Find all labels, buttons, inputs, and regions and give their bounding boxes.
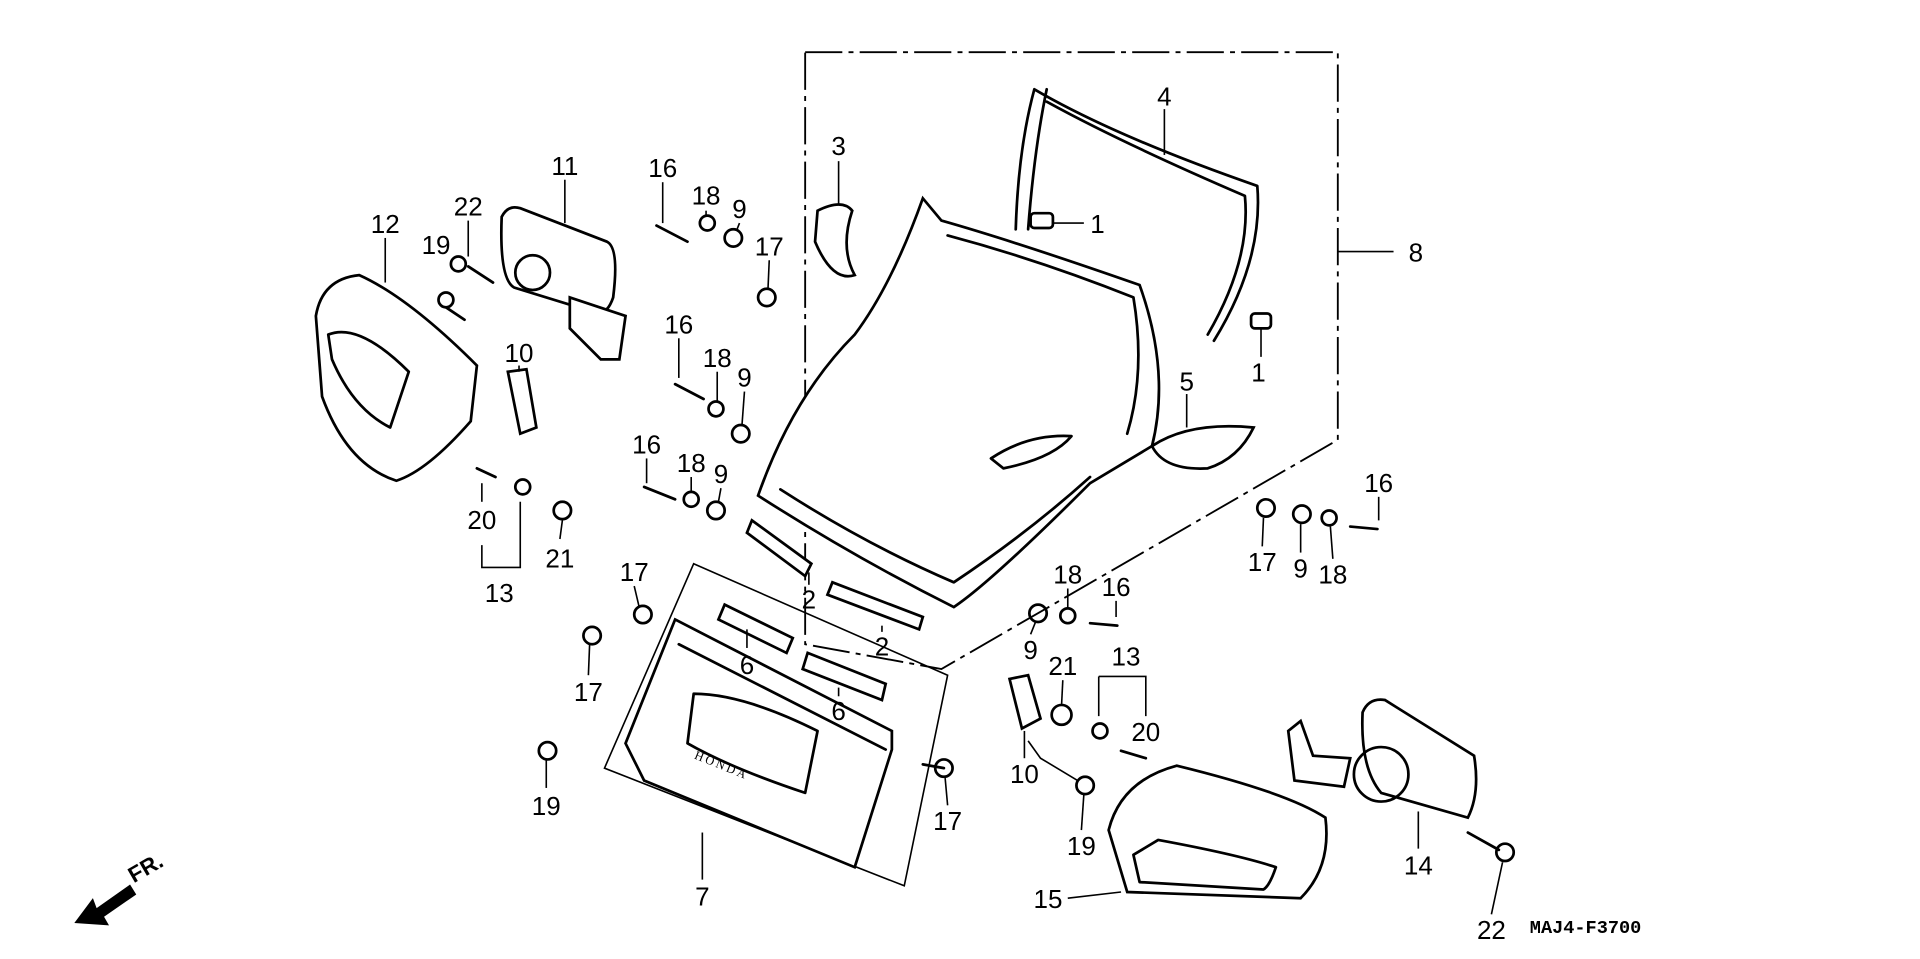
bolt-head[interactable] bbox=[437, 291, 455, 309]
callout-6: 6 bbox=[831, 696, 845, 726]
front-cowl[interactable]: HONDA bbox=[624, 617, 894, 870]
callout-21: 21 bbox=[545, 543, 574, 573]
callout-17: 17 bbox=[574, 677, 603, 707]
callout-5: 5 bbox=[1179, 366, 1193, 396]
windscreen-seal[interactable] bbox=[1014, 87, 1260, 343]
front-arrow-icon bbox=[74, 884, 137, 926]
washer[interactable] bbox=[682, 490, 700, 509]
callout-10: 10 bbox=[505, 338, 534, 368]
collar[interactable] bbox=[756, 287, 777, 308]
mirror-bracket[interactable] bbox=[506, 367, 538, 436]
windscreen[interactable] bbox=[756, 195, 1161, 609]
side-seal-right[interactable] bbox=[1150, 424, 1256, 470]
callout-6: 6 bbox=[740, 650, 754, 680]
callout-17: 17 bbox=[933, 806, 962, 836]
mirror-bracket[interactable] bbox=[1007, 673, 1043, 731]
strip[interactable] bbox=[801, 651, 888, 702]
callout-22: 22 bbox=[1477, 915, 1506, 945]
washer[interactable] bbox=[723, 227, 744, 248]
callout-1: 1 bbox=[1090, 209, 1104, 239]
clip[interactable] bbox=[1091, 722, 1109, 740]
front-label: FR. bbox=[124, 848, 168, 888]
callout-14: 14 bbox=[1404, 851, 1433, 881]
callout-1: 1 bbox=[1251, 358, 1265, 388]
callout-9: 9 bbox=[714, 459, 728, 489]
fasteners bbox=[437, 182, 1516, 915]
callout-16: 16 bbox=[648, 153, 677, 183]
callout-labels: 3 4 1 1 8 5 11 12 22 19 10 16 18 9 17 16… bbox=[371, 81, 1506, 945]
callout-18: 18 bbox=[1053, 560, 1082, 590]
bolt-head[interactable] bbox=[449, 255, 468, 273]
callout-18: 18 bbox=[1318, 560, 1347, 590]
washer[interactable] bbox=[707, 400, 725, 418]
callout-16: 16 bbox=[632, 429, 661, 459]
strip[interactable] bbox=[745, 518, 814, 579]
washer[interactable] bbox=[1291, 504, 1312, 525]
callout-20: 20 bbox=[1131, 717, 1160, 747]
callout-2: 2 bbox=[802, 584, 816, 614]
bolt-head[interactable] bbox=[1075, 775, 1096, 796]
right-mirror[interactable] bbox=[1286, 698, 1478, 820]
callout-16: 16 bbox=[1102, 572, 1131, 602]
callout-19: 19 bbox=[532, 791, 561, 821]
front-direction-indicator: FR. bbox=[74, 848, 168, 926]
callout-13: 13 bbox=[485, 578, 514, 608]
callout-7: 7 bbox=[695, 882, 709, 912]
callout-11: 11 bbox=[551, 151, 578, 181]
callout-9: 9 bbox=[1293, 553, 1307, 583]
washer[interactable] bbox=[730, 423, 751, 444]
callout-12: 12 bbox=[371, 209, 400, 239]
callout-16: 16 bbox=[664, 309, 693, 339]
clip[interactable] bbox=[513, 478, 532, 496]
left-mirror[interactable] bbox=[499, 206, 628, 361]
washer[interactable] bbox=[1320, 509, 1338, 527]
callout-3: 3 bbox=[831, 131, 845, 161]
callout-17: 17 bbox=[1248, 547, 1277, 577]
callout-9: 9 bbox=[732, 194, 746, 224]
callout-8: 8 bbox=[1409, 237, 1423, 267]
callout-19: 19 bbox=[422, 230, 451, 260]
callout-18: 18 bbox=[692, 181, 721, 211]
callout-18: 18 bbox=[703, 343, 732, 373]
right-mirror-cover[interactable] bbox=[1107, 764, 1328, 900]
washer[interactable] bbox=[698, 214, 717, 232]
callout-4: 4 bbox=[1157, 81, 1171, 111]
callout-2: 2 bbox=[875, 631, 889, 661]
callout-15: 15 bbox=[1033, 884, 1062, 914]
callout-9: 9 bbox=[737, 363, 751, 393]
callout-13: 13 bbox=[1112, 641, 1141, 671]
callout-20: 20 bbox=[467, 505, 496, 535]
strip[interactable] bbox=[716, 602, 795, 655]
side-seal-left[interactable] bbox=[813, 203, 857, 278]
washer[interactable] bbox=[1058, 606, 1077, 625]
callout-17: 17 bbox=[755, 231, 784, 261]
clip[interactable] bbox=[1249, 312, 1273, 330]
callout-16: 16 bbox=[1364, 468, 1393, 498]
assembly-frame bbox=[804, 51, 1339, 670]
callout-17: 17 bbox=[620, 557, 649, 587]
nut[interactable] bbox=[552, 500, 573, 521]
callout-19: 19 bbox=[1067, 831, 1096, 861]
callout-10: 10 bbox=[1010, 759, 1039, 789]
nut[interactable] bbox=[1050, 703, 1073, 727]
callout-22: 22 bbox=[454, 192, 483, 222]
washer[interactable] bbox=[1028, 603, 1049, 624]
left-mirror-cover[interactable] bbox=[314, 273, 479, 483]
washer[interactable] bbox=[705, 500, 727, 521]
collar[interactable] bbox=[933, 758, 954, 779]
collar[interactable] bbox=[632, 604, 653, 625]
callout-9: 9 bbox=[1023, 635, 1037, 665]
collar[interactable] bbox=[582, 625, 603, 646]
callout-18: 18 bbox=[677, 448, 706, 478]
clip[interactable] bbox=[1029, 211, 1055, 230]
collar[interactable] bbox=[1255, 497, 1276, 519]
strip[interactable] bbox=[825, 580, 925, 632]
bolt-head[interactable] bbox=[1494, 842, 1516, 863]
callout-21: 21 bbox=[1048, 651, 1077, 681]
diagram-code: MAJ4-F3700 bbox=[1530, 918, 1642, 939]
bolt-head[interactable] bbox=[537, 740, 558, 761]
